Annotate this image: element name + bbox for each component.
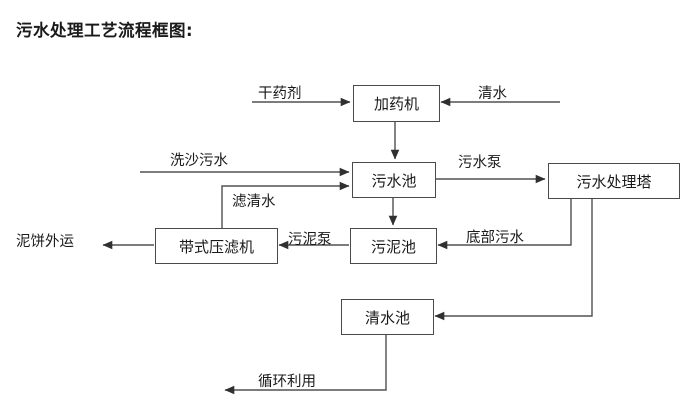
node-clear-water-pool[interactable]: 清水池 bbox=[341, 299, 434, 335]
edge-tower-to-sludge-pool bbox=[437, 197, 572, 250]
node-treatment-tower[interactable]: 污水处理塔 bbox=[548, 163, 680, 199]
node-dosing-machine-label: 加药机 bbox=[373, 95, 419, 113]
node-sludge-pool[interactable]: 污泥池 bbox=[350, 228, 437, 264]
edge-label-sewage-pump: 污水泵 bbox=[458, 155, 502, 171]
node-sewage-pool-label: 污水池 bbox=[371, 171, 417, 190]
node-belt-filter-press[interactable]: 带式压滤机 bbox=[155, 228, 278, 264]
page-title: 污水处理工艺流程框图: bbox=[16, 21, 194, 40]
edge-clear-pool-recycle bbox=[224, 333, 387, 395]
edge-label-clean-water: 清水 bbox=[478, 86, 507, 102]
node-sludge-pool-label: 污泥池 bbox=[370, 237, 416, 256]
edge-label-sand-wash-sewage: 洗沙污水 bbox=[170, 153, 228, 169]
edge-label-sludge-pump: 污泥泵 bbox=[288, 232, 332, 248]
external-label-mud-cake-out: 泥饼外运 bbox=[16, 234, 74, 250]
edge-label-dry-agent: 干药剂 bbox=[258, 86, 302, 102]
node-treatment-tower-label: 污水处理塔 bbox=[576, 172, 652, 191]
edge-filtered-water-to-sewage-pool bbox=[221, 181, 350, 228]
edge-label-bottom-sewage: 底部污水 bbox=[466, 230, 524, 246]
node-belt-filter-press-label: 带式压滤机 bbox=[178, 237, 254, 256]
edge-tower-to-clear-pool bbox=[434, 197, 593, 321]
node-sewage-pool[interactable]: 污水池 bbox=[352, 162, 436, 198]
edge-label-filtered-water: 滤清水 bbox=[232, 194, 276, 210]
node-clear-water-pool-label: 清水池 bbox=[364, 308, 410, 327]
node-dosing-machine[interactable]: 加药机 bbox=[353, 85, 440, 122]
edge-label-recycle-reuse: 循环利用 bbox=[258, 374, 316, 390]
